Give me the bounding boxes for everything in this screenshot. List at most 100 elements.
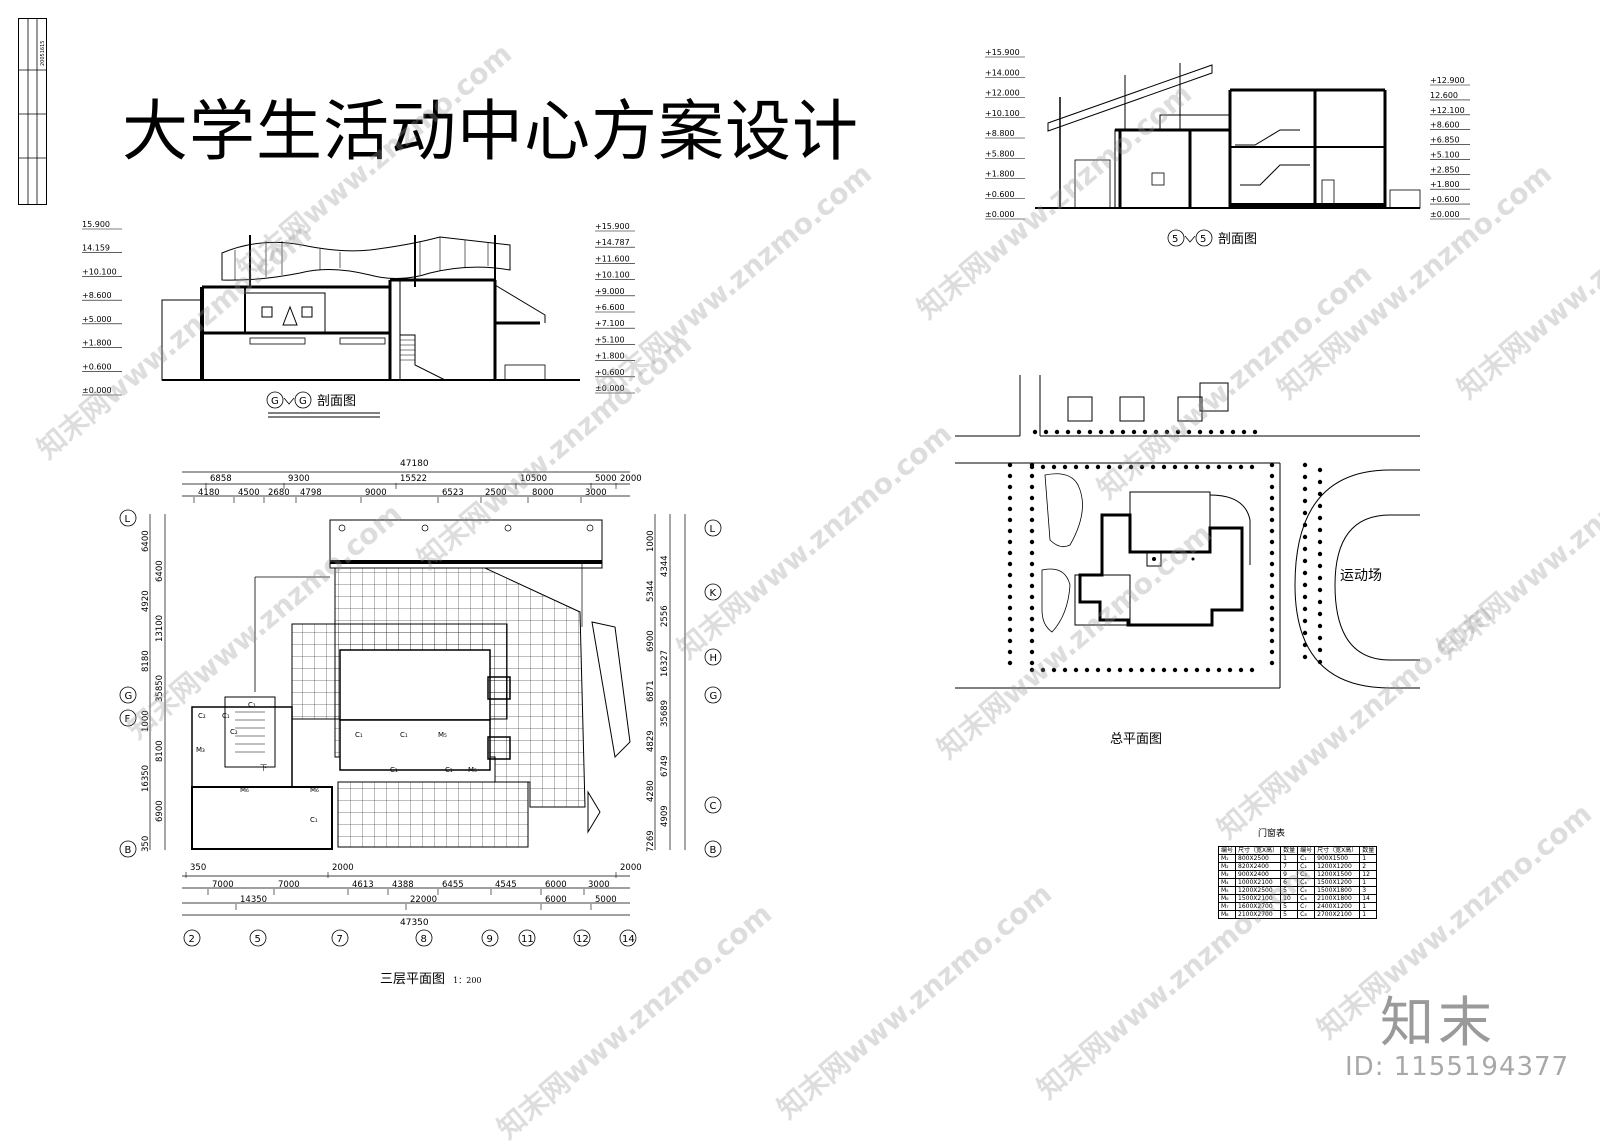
watermark-logo: 知末 xyxy=(1380,991,1496,1054)
axis-bubble: 7 xyxy=(337,934,343,945)
table-cell: 10 xyxy=(1280,894,1299,903)
table-header-cell: 数量 xyxy=(1280,846,1299,855)
level-mark: +14.787 xyxy=(595,238,630,247)
room-tag: C₁ xyxy=(390,766,398,774)
level-mark: +1.800 xyxy=(985,170,1015,179)
table-cell: 1200X2500 xyxy=(1235,886,1282,895)
table-header-cell: 尺寸（宽X高） xyxy=(1235,846,1282,855)
table-cell: M₈ xyxy=(1217,910,1237,919)
table-header: 编号尺寸（宽X高）数量编号尺寸（宽X高）数量 xyxy=(1217,846,1378,855)
level-mark: ±0.000 xyxy=(985,210,1015,219)
table-cell: 1000X2100 xyxy=(1235,878,1282,887)
level-mark: +6.850 xyxy=(1430,136,1460,145)
level-mark: +12.900 xyxy=(1430,76,1465,85)
axis-bubble: L xyxy=(125,514,131,525)
table-cell: 1200X1500 xyxy=(1314,870,1361,879)
room-tag: C₁ xyxy=(400,731,408,739)
table-cell: 2700X2100 xyxy=(1314,910,1361,919)
dimension-value: 14350 xyxy=(240,895,267,905)
level-mark: +10.100 xyxy=(985,109,1020,118)
floor-plan-scale: 1：200 xyxy=(453,976,482,985)
dimension-value: 4798 xyxy=(300,488,322,498)
dimension-value: 4388 xyxy=(392,880,414,890)
table-cell: C₃ xyxy=(1297,870,1316,879)
level-mark: +5.100 xyxy=(595,335,625,344)
room-tag: C₁ xyxy=(222,712,230,720)
plan-left-dims: 6400640049201310081803585010008100163506… xyxy=(141,530,165,852)
dimension-value: 8180 xyxy=(141,650,151,672)
level-mark: +7.100 xyxy=(595,319,625,328)
dimension-value: 2000 xyxy=(332,863,354,873)
level-mark: +0.600 xyxy=(595,368,625,377)
dimension-value: 350 xyxy=(141,836,151,852)
plan-right-dims: 1000434453442556690016327687135689482967… xyxy=(646,530,670,852)
axis-bubble: 5 xyxy=(255,934,261,945)
section-55-axis-b: 5 xyxy=(1200,234,1206,245)
level-mark: +15.900 xyxy=(985,48,1020,57)
dimension-value: 22000 xyxy=(410,895,437,905)
section-gg-left-levels: 15.90014.159+10.100+8.600+5.000+1.800+0.… xyxy=(82,220,122,396)
dimension-value: 2500 xyxy=(485,488,507,498)
table-cell: 1 xyxy=(1359,878,1378,887)
level-mark: +0.600 xyxy=(1430,195,1460,204)
table-header-cell: 数量 xyxy=(1359,846,1378,855)
floor-plan-title: 三层平面图 xyxy=(380,972,446,987)
site-field-label: 运动场 xyxy=(1340,568,1382,584)
section-55-drawing: +15.900+14.000+12.000+10.100+8.800+5.800… xyxy=(985,48,1470,247)
dimension-value: 5344 xyxy=(646,580,656,602)
axis-bubble: 14 xyxy=(622,934,635,945)
dimension-value: 6400 xyxy=(155,560,165,582)
room-tag: C₁ xyxy=(310,816,318,824)
dimension-value: 6523 xyxy=(442,488,464,498)
section-gg-axis-a: G xyxy=(271,396,279,407)
level-mark: +6.600 xyxy=(595,303,625,312)
dimension-value: 7000 xyxy=(212,880,234,890)
level-mark: +15.900 xyxy=(595,222,630,231)
room-tag: M₆ xyxy=(310,786,319,794)
table-cell: 2100X1800 xyxy=(1314,894,1361,903)
table-cell: M₄ xyxy=(1217,878,1237,887)
floor-plan-caption: 三层平面图 1：200 xyxy=(380,968,482,987)
dimension-value: 2000 xyxy=(620,474,642,484)
section-gg-caption: 剖面图 xyxy=(317,394,356,409)
table-cell: 1 xyxy=(1359,854,1378,863)
table-cell: C₇ xyxy=(1297,902,1316,911)
level-mark: ±0.000 xyxy=(82,386,112,395)
table-cell: C₄ xyxy=(1297,878,1316,887)
table-cell: M₇ xyxy=(1217,902,1237,911)
level-mark: +12.100 xyxy=(1430,106,1465,115)
site-plan-drawing: 运动场 xyxy=(955,375,1420,689)
dimension-value: 10500 xyxy=(520,474,547,484)
room-tag: M₅ xyxy=(468,766,477,774)
table-cell: 2400X1200 xyxy=(1314,902,1361,911)
axis-bubble: B xyxy=(710,845,717,856)
table-cell: 14 xyxy=(1359,894,1378,903)
axis-bubble: F xyxy=(125,714,131,725)
table-cell: 1500X2100 xyxy=(1235,894,1282,903)
dimension-value: 2680 xyxy=(268,488,290,498)
table-cell: M₅ xyxy=(1217,886,1237,895)
watermark-text: 知末网www.znzmo.com xyxy=(770,876,1059,1126)
table-cell: 1600X2700 xyxy=(1235,902,1282,911)
dimension-value: 6749 xyxy=(660,755,670,777)
table-cell: 820X2400 xyxy=(1235,862,1282,871)
axis-bubble: 2 xyxy=(189,934,195,945)
table-cell: 1 xyxy=(1280,854,1299,863)
level-mark: +10.100 xyxy=(595,271,630,280)
section-55-caption: 剖面图 xyxy=(1218,232,1257,247)
dimension-value: 350 xyxy=(190,863,206,873)
room-tag: C₂ xyxy=(198,712,206,720)
table-cell: C₁ xyxy=(1297,854,1316,863)
dimension-value: 16327 xyxy=(660,650,670,677)
dimension-value: 2556 xyxy=(660,605,670,627)
dimension-value: 4613 xyxy=(352,880,374,890)
dimension-value: 9000 xyxy=(365,488,387,498)
